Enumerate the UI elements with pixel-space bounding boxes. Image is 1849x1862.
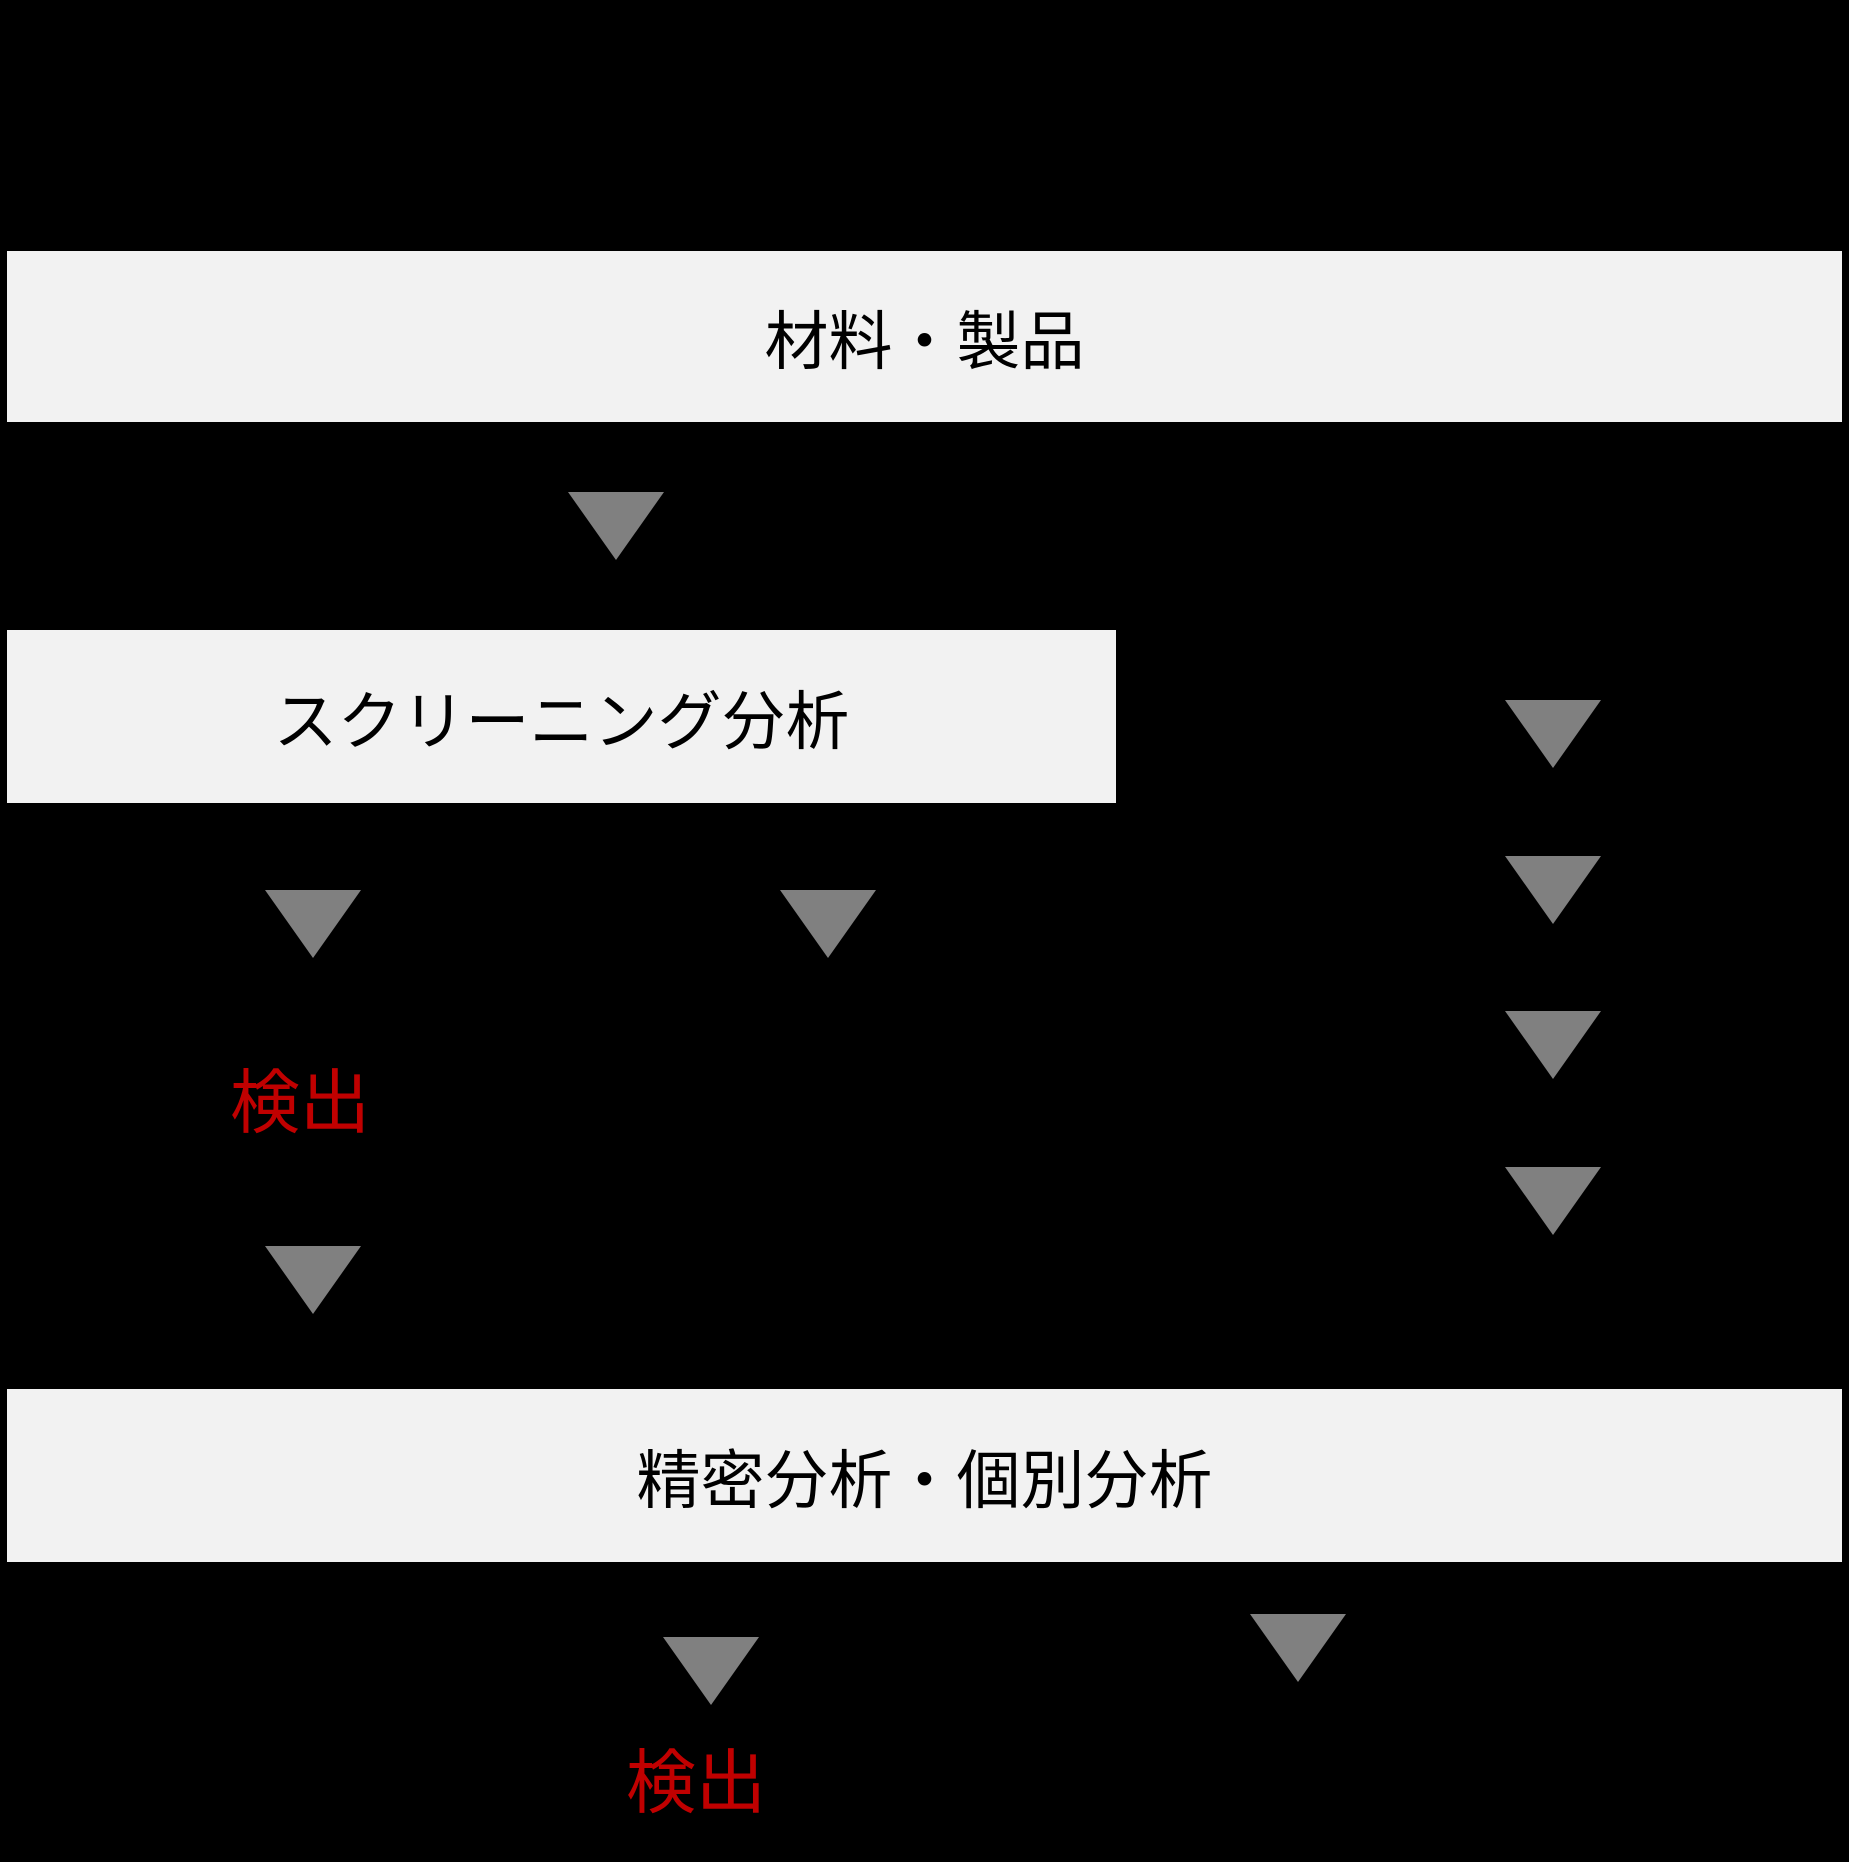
down-arrow-screening-left-icon — [265, 890, 361, 958]
down-arrow-detect-to-precision-icon — [265, 1246, 361, 1314]
box-precision: 精密分析・個別分析 — [7, 1389, 1842, 1562]
box-screening: スクリーニング分析 — [7, 630, 1116, 803]
box-materials: 材料・製品 — [7, 251, 1842, 422]
detect-label-1: 検出 — [230, 1064, 370, 1142]
down-arrow-right-column-4-icon — [1505, 1167, 1601, 1235]
down-arrow-right-column-3-icon — [1505, 1011, 1601, 1079]
down-arrow-below-precision-right-icon — [1250, 1614, 1346, 1682]
down-arrow-below-precision-left-icon — [663, 1637, 759, 1705]
box-materials-label: 材料・製品 — [764, 305, 1085, 378]
detect-label-2: 検出 — [626, 1744, 766, 1822]
box-precision-label: 精密分析・個別分析 — [636, 1444, 1213, 1517]
down-arrow-materials-to-screening-icon — [568, 492, 664, 560]
down-arrow-right-column-1-icon — [1505, 700, 1601, 768]
box-screening-label: スクリーニング分析 — [273, 685, 850, 758]
down-arrow-right-column-2-icon — [1505, 856, 1601, 924]
down-arrow-screening-mid-icon — [780, 890, 876, 958]
